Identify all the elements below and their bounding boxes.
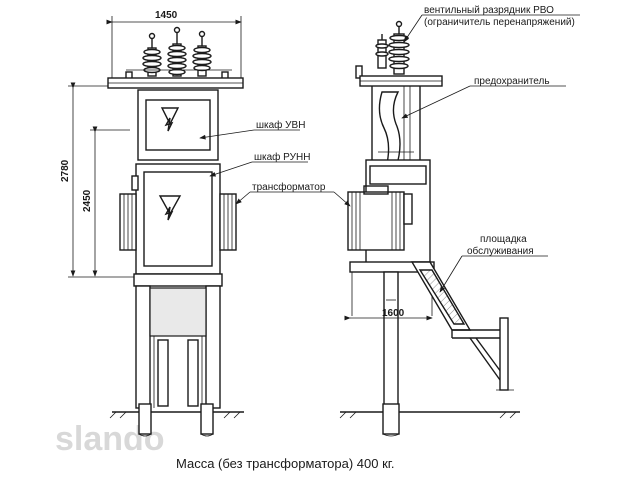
label-arrester-text: вентильный разрядник РВО: [424, 5, 554, 16]
cabinet-lv: [135, 163, 221, 275]
label-fuse: предохранитель: [401, 76, 566, 119]
dimension-heights: 2780 2450: [60, 82, 135, 278]
cabinet-hv: [137, 89, 219, 161]
front-ground: [109, 403, 244, 437]
dimension-top-width-value: 1450: [155, 10, 178, 21]
dimension-height-inner: 2450: [82, 189, 93, 212]
side-ground: [339, 403, 520, 437]
side-view: 1600: [339, 20, 520, 437]
label-transformer: трансформатор: [235, 181, 351, 207]
service-platform: [410, 261, 514, 391]
label-arrester-subtext: (ограничитель перенапряжений): [424, 17, 575, 28]
hv-bushings: [125, 26, 232, 83]
label-fuse-text: предохранитель: [474, 76, 550, 87]
label-arrester: вентильный разрядник РВО (ограничитель п…: [403, 5, 580, 43]
caption-mass: Масса (без трансформатора) 400 кг.: [176, 456, 395, 471]
label-cabinet-lv-text: шкаф РУНН: [254, 151, 310, 163]
dimension-base-width-value: 1600: [382, 308, 405, 319]
transformer-side: [347, 185, 413, 251]
transformer-front: [119, 175, 237, 251]
label-platform-line2: обслуживания: [467, 245, 534, 257]
label-cabinet-hv-text: шкаф УВН: [256, 119, 305, 131]
label-cabinet-lv: шкаф РУНН: [209, 151, 310, 177]
side-arrester: [355, 20, 410, 79]
side-base-frame: [349, 261, 435, 409]
front-support-frame: [133, 273, 223, 409]
label-platform: площадка обслуживания: [439, 234, 548, 293]
label-platform-line1: площадка: [480, 234, 527, 245]
label-cabinet-hv: шкаф УВН: [199, 119, 305, 140]
dimension-base-width: 1600: [344, 308, 433, 321]
dimension-top-width: 1450: [106, 10, 242, 80]
label-transformer-text: трансформатор: [252, 181, 326, 193]
front-view: 1450 2780 2450: [60, 10, 244, 437]
dimension-height-total: 2780: [60, 159, 71, 182]
